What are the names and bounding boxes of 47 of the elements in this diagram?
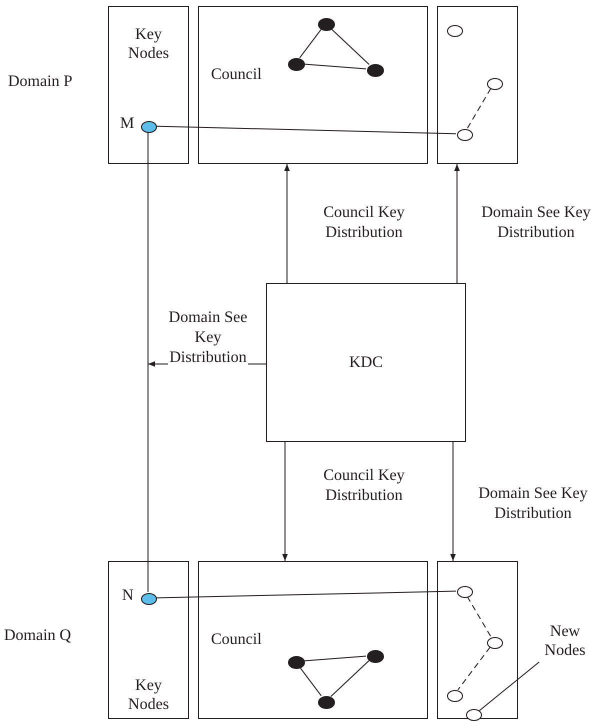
connector-line bbox=[156, 590, 456, 598]
node-circle bbox=[367, 650, 384, 663]
connector-line bbox=[466, 88, 492, 129]
node-circle bbox=[318, 18, 335, 31]
node-circle bbox=[141, 121, 157, 133]
domain-label: Domain P bbox=[8, 74, 72, 90]
connector-line bbox=[303, 64, 367, 70]
node-circle bbox=[288, 58, 305, 71]
node-circle bbox=[466, 709, 482, 721]
node-circle bbox=[447, 25, 463, 37]
connector-line bbox=[303, 656, 367, 662]
node-label: New Nodes bbox=[532, 620, 598, 662]
box-label: KDC bbox=[348, 352, 384, 372]
process-box bbox=[198, 561, 428, 719]
connector-line bbox=[156, 126, 456, 134]
leader-line bbox=[478, 662, 540, 712]
process-box bbox=[108, 6, 189, 164]
node-circle bbox=[318, 696, 335, 709]
node-circle bbox=[457, 586, 473, 598]
arrow bbox=[284, 164, 290, 284]
connector-line bbox=[299, 28, 322, 58]
group-box bbox=[437, 6, 518, 164]
connector-line bbox=[457, 646, 491, 690]
connector-line bbox=[466, 596, 492, 637]
process-box bbox=[198, 6, 428, 164]
node-letter: N bbox=[122, 588, 134, 604]
node-circle bbox=[141, 593, 157, 605]
node-circle bbox=[447, 690, 463, 702]
node-circle bbox=[367, 64, 384, 77]
connector-line bbox=[299, 666, 322, 696]
box-label: Council bbox=[211, 630, 262, 650]
arrow bbox=[282, 442, 288, 562]
node-circle bbox=[457, 129, 473, 141]
node-letter: M bbox=[120, 116, 134, 132]
node-circle bbox=[487, 78, 503, 90]
domain-label: Domain Q bbox=[4, 628, 72, 644]
process-box bbox=[108, 561, 189, 719]
box-label: Key Nodes bbox=[127, 25, 170, 64]
connector-line bbox=[330, 28, 370, 65]
arrow bbox=[450, 442, 456, 562]
process-box bbox=[266, 283, 466, 442]
box-label: Council bbox=[211, 65, 262, 84]
node-circle bbox=[288, 656, 305, 669]
arrow bbox=[454, 164, 460, 284]
connector-line bbox=[330, 660, 370, 697]
box-label: Key Nodes bbox=[127, 676, 170, 714]
node-circle bbox=[487, 637, 503, 649]
